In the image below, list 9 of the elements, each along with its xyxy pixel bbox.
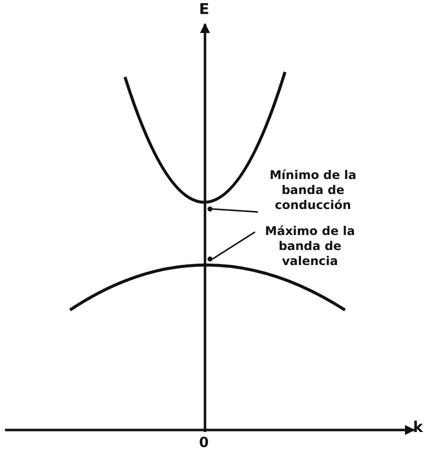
axis-label: E (199, 2, 210, 17)
leader-line (212, 231, 256, 260)
point-marker (208, 256, 212, 262)
point-marker (208, 206, 212, 212)
callout-label: Mínimo de la banda de conducción (258, 168, 368, 213)
callout-label: Máximo de la banda de valencia (255, 224, 365, 269)
tick-label: 0 (199, 436, 209, 451)
axis-label: k (413, 420, 423, 435)
leader-line (212, 208, 258, 213)
